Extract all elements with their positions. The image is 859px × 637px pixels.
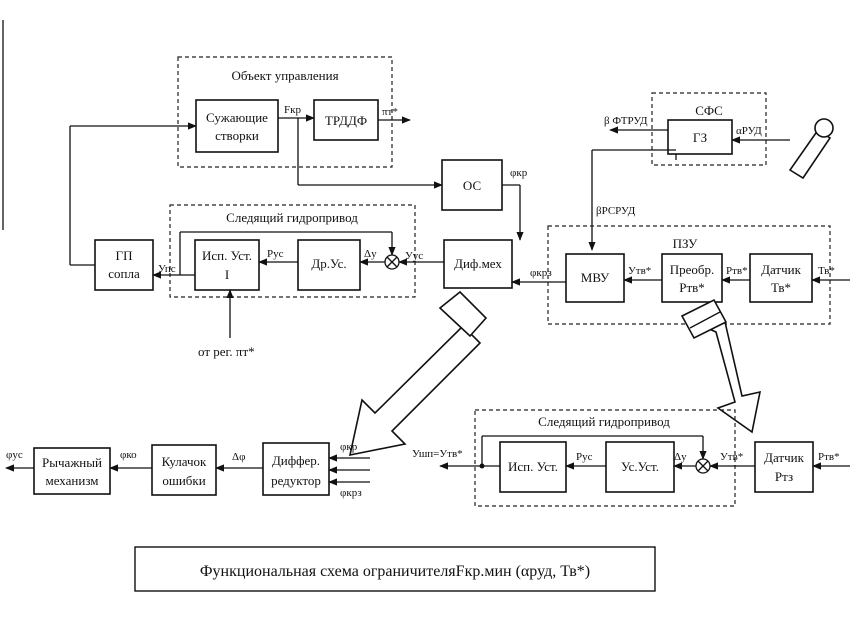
caption-frame	[134, 546, 656, 592]
isp-top-label-1: Исп. Уст.	[202, 248, 252, 263]
caption-text: Функциональная схема ограничителяFкр.мин…	[200, 563, 590, 580]
pus-bottom-signal: Рус	[576, 451, 593, 463]
gp-label-1: ГП	[116, 248, 133, 263]
yus-signal: Уус	[405, 250, 423, 262]
cam-label-1: Кулачок	[162, 454, 207, 469]
rt-top-signal: Ртв*	[726, 265, 748, 277]
rud-lever	[788, 128, 832, 180]
sum-node-bottom-cross-2	[697, 460, 709, 472]
object-control-group	[177, 56, 393, 168]
us-label: Ус.Уст.	[621, 459, 659, 474]
pus-top-signal: Рус	[267, 248, 284, 260]
isp-box-bottom	[499, 441, 567, 493]
isp-bottom-label: Исп. Уст.	[508, 459, 558, 474]
lever-label-2: механизм	[45, 473, 98, 488]
preobr-label-1: Преобр.	[670, 262, 715, 277]
tv-signal: Тв*	[818, 265, 835, 277]
dy-top-signal: Δу	[364, 248, 377, 260]
dphi-signal: Δφ	[232, 451, 245, 463]
pit-signal: πт*	[382, 106, 398, 118]
us-box	[605, 441, 675, 493]
phikpz-signal: φкрз	[340, 487, 362, 499]
stvorki-box	[195, 99, 279, 153]
phiko-signal: φко	[120, 449, 137, 461]
drus-label: Др.Ус.	[311, 256, 346, 271]
sum-node-top-cross-2	[386, 256, 398, 268]
gz-box	[667, 119, 733, 155]
object-control-label: Объект управления	[231, 68, 338, 83]
hydro-group-bottom	[474, 409, 736, 507]
datchik-top-label-2: Тв*	[771, 280, 791, 295]
rud-lever-knob	[814, 118, 834, 138]
mvu-label: МВУ	[581, 270, 610, 285]
sfs-group	[651, 92, 767, 166]
ut-top-signal: Утв*	[628, 265, 651, 277]
hydro-top-label: Следящий гидропривод	[226, 210, 358, 225]
cam-label-2: ошибки	[162, 473, 205, 488]
ut-bottom-signal: Утв*	[720, 451, 743, 463]
drus-box	[297, 239, 361, 291]
fkr-signal: Fкр	[284, 104, 301, 116]
hydro-bottom-label: Следящий гидропривод	[538, 414, 670, 429]
stvorki-label-2: створки	[215, 128, 259, 143]
datchik-bottom-label-2: Ртз	[775, 469, 793, 484]
preobr-box	[661, 253, 723, 303]
datchik-bottom-label-1: Датчик	[764, 450, 804, 465]
dy-bottom-signal: Δу	[674, 451, 687, 463]
diff-label-1: Диффер.	[272, 453, 320, 468]
preobr-label-2: Ртв*	[679, 280, 705, 295]
pzu-label: ПЗУ	[673, 236, 699, 251]
gp-label-2: сопла	[108, 266, 140, 281]
gp-box	[94, 239, 154, 291]
big-arrow-right	[680, 298, 762, 434]
stvorki-label-1: Сужающие	[206, 110, 268, 125]
os-label: ОС	[463, 178, 481, 193]
cam-box	[151, 444, 217, 496]
ypc-signal: Упс	[158, 263, 176, 275]
trddf-label: ТРДДФ	[325, 113, 367, 128]
isp-top-label-2: I	[225, 267, 229, 282]
alpha-signal: αРУД	[736, 125, 762, 137]
datchik-box-top	[749, 253, 813, 303]
diff-box	[262, 442, 330, 496]
gz-label: ГЗ	[693, 130, 707, 145]
phius-signal: φус	[6, 449, 23, 461]
ushp-signal: Ушп=Утв*	[412, 448, 463, 460]
difmeh-box	[443, 239, 513, 289]
lever-label-1: Рычажный	[42, 455, 102, 470]
datchik-top-label-1: Датчик	[761, 262, 801, 277]
isp-box-top	[194, 239, 260, 291]
phikr-signal: φкр	[510, 167, 528, 179]
phikrz-signal: φкрз	[530, 267, 552, 279]
hydro-group-top	[169, 204, 416, 298]
diff-label-2: редуктор	[271, 473, 321, 488]
difmeh-label: Диф.мех	[454, 256, 502, 271]
rt-bottom-signal: Ртв*	[818, 451, 840, 463]
big-arrow-left	[348, 290, 488, 457]
sfs-label: СФС	[695, 103, 723, 118]
mvu-box	[565, 253, 625, 303]
beta-rc-signal: βРСРУД	[596, 205, 636, 217]
from-reg-label: от рег. πт*	[198, 344, 255, 359]
beta-ft-signal: β ФТРУД	[604, 115, 648, 127]
phikr-bl-signal: φкр	[340, 441, 358, 453]
